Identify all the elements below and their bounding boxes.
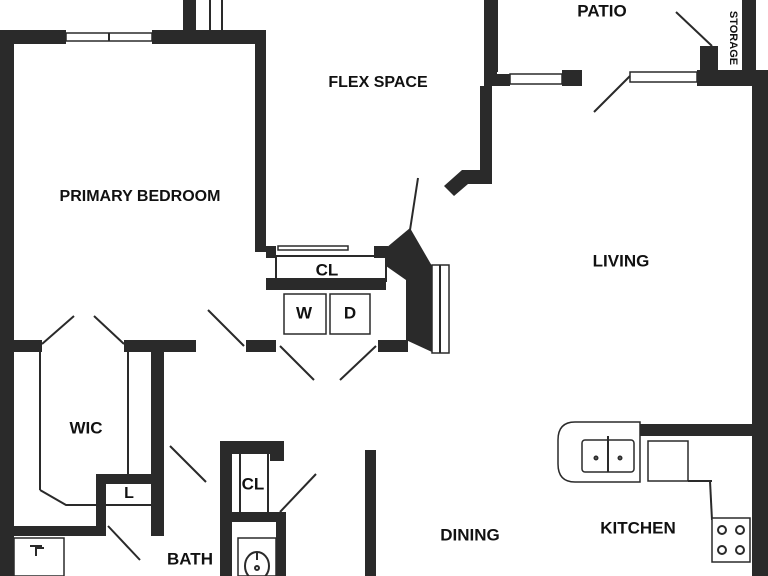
room-labels: PATIO STORAGE FLEX SPACE PRIMARY BEDROOM… [60, 1, 740, 568]
bath-sink-icon [237, 537, 277, 576]
label-closet-upper: CL [316, 260, 339, 279]
windows [65, 32, 698, 354]
label-patio: PATIO [577, 1, 626, 20]
kitchen-sink-icon [581, 436, 635, 473]
label-flex-space: FLEX SPACE [328, 74, 428, 91]
label-wic: WIC [69, 418, 102, 437]
doors [41, 11, 713, 561]
label-storage: STORAGE [727, 11, 739, 65]
label-washer: W [296, 303, 313, 322]
bathtub-icon [13, 537, 65, 576]
label-kitchen: KITCHEN [600, 518, 676, 537]
partition-lines [39, 0, 713, 521]
stove-icon [711, 517, 751, 563]
label-living: LIVING [593, 251, 650, 270]
label-primary-bedroom: PRIMARY BEDROOM [60, 188, 221, 205]
label-dining: DINING [440, 525, 500, 544]
label-bath: BATH [167, 549, 213, 568]
label-linen: L [124, 485, 134, 502]
label-closet-lower: CL [242, 474, 265, 493]
label-dryer: D [344, 303, 356, 322]
laundry-appliances [283, 293, 371, 335]
